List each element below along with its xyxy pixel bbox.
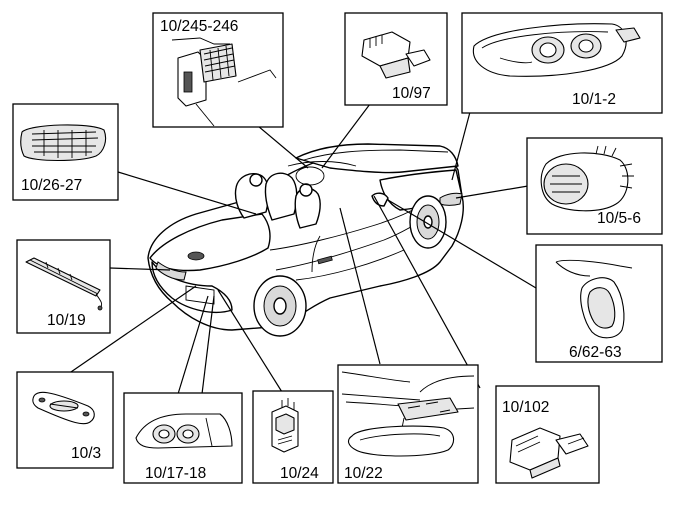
- callout-rear-switch: 10/24: [252, 390, 334, 484]
- callout-side-marker: 10/26-27: [12, 103, 119, 201]
- callout-tail-lamp: 10/17-18: [123, 392, 243, 484]
- leader-lines: [67, 103, 537, 395]
- callout-mirror: 6/62-63: [535, 244, 663, 363]
- part-number-label: 10/17-18: [145, 465, 206, 482]
- callout-plate-light: 10/3: [16, 371, 114, 469]
- part-number-label: 10/24: [280, 465, 319, 482]
- rearview-mirror-icon: [347, 425, 455, 457]
- part-number-label: 10/245-246: [160, 18, 238, 35]
- callout-lighting-unit: 10/245-246: [152, 12, 284, 128]
- callout-control-module: 10/97: [344, 12, 448, 106]
- callout-brake-light: 10/19: [16, 239, 111, 334]
- part-number-label: 10/102: [502, 399, 549, 416]
- part-number-label: 6/62-63: [569, 344, 622, 361]
- callout-rearview-mirror: 10/22: [337, 364, 479, 484]
- convertible-car: [147, 143, 464, 337]
- part-number-label: 10/1-2: [572, 91, 616, 108]
- callout-headlamp: 10/1-2: [461, 12, 663, 114]
- part-number-label: 10/26-27: [21, 177, 82, 194]
- callout-sensor: 10/102: [495, 385, 600, 484]
- callout-box: [337, 364, 479, 484]
- overhead-console-icon: [397, 397, 459, 421]
- callout-fog-lamp: 10/5-6: [526, 137, 663, 235]
- side-marker-icon: [20, 124, 107, 161]
- part-number-label: 10/22: [344, 465, 383, 482]
- callout-box: [16, 371, 114, 469]
- part-number-label: 10/3: [71, 445, 101, 462]
- part-number-label: 10/5-6: [597, 210, 641, 227]
- part-number-label: 10/97: [392, 85, 431, 102]
- callout-box: [16, 239, 111, 334]
- part-number-label: 10/19: [47, 312, 86, 329]
